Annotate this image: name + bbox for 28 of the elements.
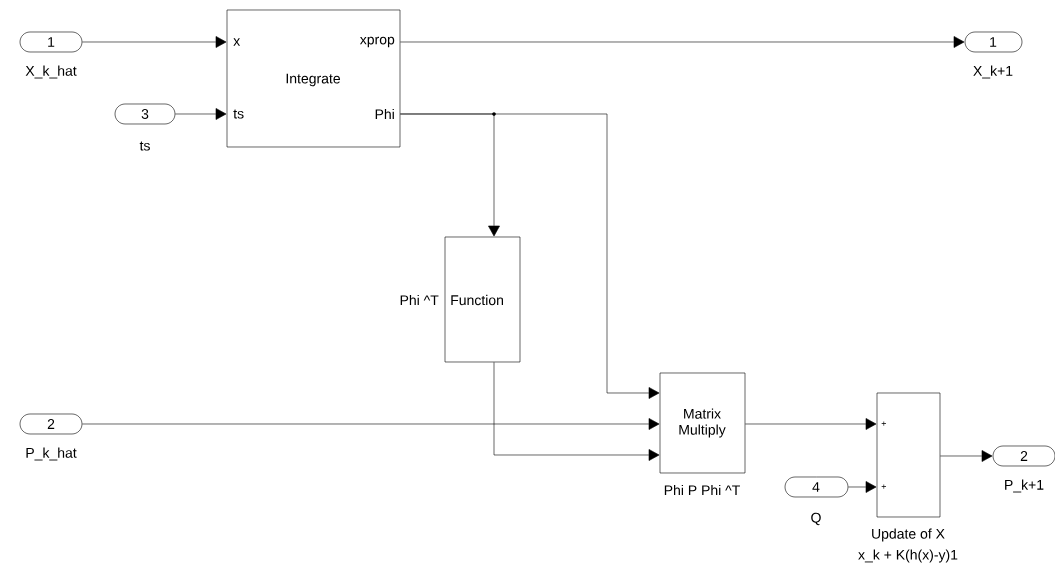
port-label: xprop: [359, 36, 395, 48]
block-label: Q: [811, 512, 821, 526]
block-label: P_k+1: [1005, 479, 1044, 493]
port-label: ts: [233, 109, 244, 119]
arrow: [175, 108, 227, 120]
function-block: Function: [444, 236, 521, 363]
arrow: [940, 450, 993, 462]
arrow: [82, 36, 227, 48]
function-block: Matrix Multiply: [659, 372, 746, 474]
arrow: [400, 36, 965, 48]
block-label: x_k + K(h(x)-y)1: [858, 549, 958, 563]
port-label: Phi: [375, 108, 394, 120]
block-label: ts: [139, 141, 150, 151]
block-label: X_k_hat: [25, 65, 77, 79]
function-block: Integrate x ts xprop Phi: [226, 9, 401, 148]
arrow: [745, 418, 877, 430]
block-label: Phi P Phi ^T: [664, 484, 740, 496]
arrow: [493, 362, 660, 461]
port-label: +: [881, 421, 886, 426]
block-label: Phi ^T: [400, 294, 439, 306]
block-label: Update of X: [872, 528, 945, 542]
port-label: +: [881, 484, 886, 489]
arrow: [82, 418, 660, 430]
block-label: X_k+1: [973, 65, 1013, 79]
block-label: P_k_hat: [26, 447, 77, 461]
port-label: x: [233, 38, 241, 46]
arrow: [848, 481, 877, 493]
arrow: [400, 113, 660, 399]
